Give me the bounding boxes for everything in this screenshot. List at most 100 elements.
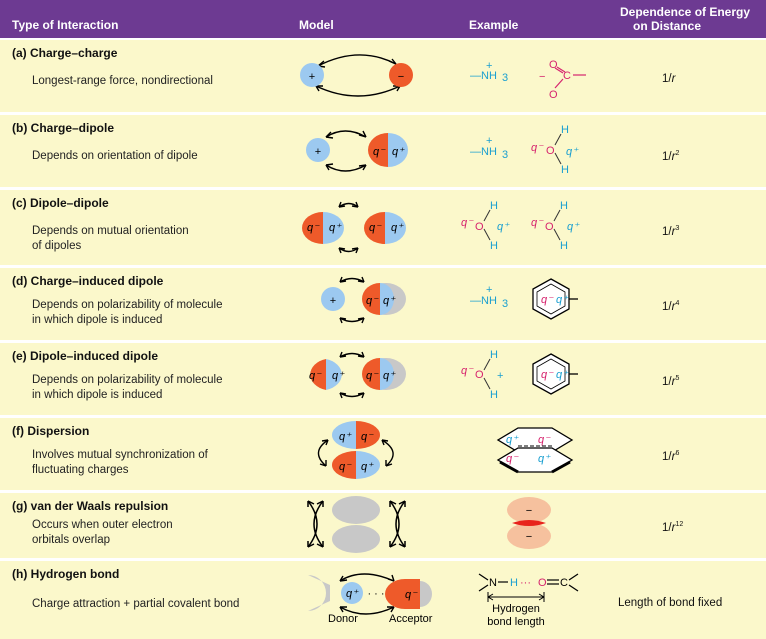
svg-text:q⁻: q⁻ (461, 365, 474, 377)
svg-text:q⁺: q⁺ (339, 431, 352, 443)
row-title: (g) van der Waals repulsion (12, 499, 169, 513)
nh3-group: —NH (470, 70, 497, 82)
svg-text:q⁺: q⁺ (346, 588, 359, 600)
svg-text:+: + (309, 71, 315, 83)
svg-text:q⁺: q⁺ (391, 222, 404, 234)
row-title: (e) Dipole–induced dipole (12, 349, 159, 363)
svg-text:q⁻: q⁻ (369, 222, 382, 234)
svg-text:q⁺: q⁺ (329, 222, 342, 234)
svg-text:H: H (560, 200, 568, 212)
svg-text:· · ·: · · · (367, 588, 384, 600)
svg-text:H: H (561, 164, 569, 176)
svg-text:H: H (490, 240, 498, 252)
row-dependence: 1/r12 (662, 521, 684, 534)
svg-text:bond length: bond length (487, 616, 545, 628)
row-title: (f) Dispersion (12, 424, 90, 438)
svg-text:—NH: —NH (470, 146, 497, 158)
svg-text:q⁻: q⁻ (405, 589, 418, 601)
row-title: (h) Hydrogen bond (12, 567, 120, 581)
svg-text:+: + (486, 60, 492, 72)
dispersion-model: q⁺ q⁻ q⁻ q⁺ q⁺ q⁻ q⁻ q⁺ (317, 421, 574, 479)
svg-text:q⁻: q⁻ (506, 453, 519, 465)
row-desc-2: in which dipole is induced (32, 314, 163, 326)
row-dependence: 1/r (662, 73, 676, 85)
header-example: Example (469, 18, 519, 32)
row-dependence: 1/r4 (662, 300, 680, 313)
row-title: (b) Charge–dipole (12, 121, 115, 135)
header-type: Type of Interaction (12, 18, 119, 32)
row-dependence: 1/r3 (662, 225, 680, 238)
svg-text:q⁻: q⁻ (339, 461, 352, 473)
dipole-dipole-model: q⁻ q⁺ q⁻ q⁺ q⁻ O H H q⁺ q⁻ O H H q⁺ (302, 200, 580, 254)
svg-text:q⁺: q⁺ (497, 221, 510, 233)
acceptor-label: Acceptor (389, 613, 433, 625)
svg-text:+: + (330, 295, 336, 307)
svg-text:−: − (526, 505, 532, 517)
svg-text:q⁺: q⁺ (383, 370, 396, 382)
row-dipole-induced-dipole: (e) Dipole–induced dipole Depends on pol… (0, 343, 766, 415)
row-desc-2: in which dipole is induced (32, 389, 163, 401)
svg-text:q⁻: q⁻ (366, 295, 379, 307)
svg-text:q⁺: q⁺ (556, 369, 569, 381)
row-charge-charge: (a) Charge–charge Longest-range force, n… (0, 40, 766, 112)
row-hydrogen-bond: (h) Hydrogen bond Charge attraction + pa… (0, 561, 766, 639)
row-desc: Depends on mutual orientation (32, 225, 189, 237)
svg-text:q⁺: q⁺ (566, 146, 579, 158)
svg-text:O: O (549, 59, 558, 71)
svg-text:−: − (398, 71, 404, 83)
row-vdw-repulsion: (g) van der Waals repulsion Occurs when … (0, 493, 766, 558)
svg-text:+: + (315, 146, 321, 158)
row-desc: Charge attraction + partial covalent bon… (32, 598, 240, 610)
table-header: Type of Interaction Model Example Depend… (0, 0, 766, 38)
svg-text:3: 3 (502, 298, 508, 310)
svg-text:q⁺: q⁺ (383, 295, 396, 307)
row-title: (a) Charge–charge (12, 46, 118, 60)
svg-text:N: N (489, 577, 497, 589)
svg-text:H: H (561, 124, 569, 136)
svg-text:q⁻: q⁻ (531, 217, 544, 229)
charge-induced-dipole-model: + q⁻ q⁺ —NH 3 + q⁻ q⁺ (321, 276, 578, 324)
svg-text:q⁺: q⁺ (567, 221, 580, 233)
hydrogen-bond-model: q⁺ · · · q⁻ Donor Acceptor N H ··· O C H… (308, 573, 579, 628)
svg-text:q⁻: q⁻ (309, 370, 322, 382)
charge-charge-model: + − —NH 3 + − O O C (300, 54, 586, 101)
svg-text:q⁻: q⁻ (307, 222, 320, 234)
svg-text:H: H (490, 349, 498, 361)
svg-text:—NH: —NH (470, 295, 497, 307)
svg-text:q⁻: q⁻ (531, 142, 544, 154)
svg-text:−: − (526, 531, 532, 543)
svg-text:q⁻: q⁻ (461, 217, 474, 229)
row-desc: Depends on polarizability of molecule (32, 299, 223, 311)
row-dipole-dipole: (c) Dipole–dipole Depends on mutual orie… (0, 190, 766, 265)
donor-label: Donor (328, 613, 358, 625)
header-dependence-2: on Distance (633, 19, 702, 33)
svg-text:3: 3 (502, 149, 508, 161)
row-title: (c) Dipole–dipole (12, 196, 109, 210)
svg-text:q⁻: q⁻ (538, 434, 551, 446)
svg-text:q⁻: q⁻ (373, 146, 386, 158)
vdw-repulsion-model: − − (307, 496, 551, 553)
svg-text:q⁺: q⁺ (538, 453, 551, 465)
header-model: Model (299, 18, 334, 32)
svg-text:q⁻: q⁻ (366, 370, 379, 382)
row-dependence: 1/r2 (662, 150, 680, 163)
row-dispersion: (f) Dispersion Involves mutual synchroni… (0, 418, 766, 490)
row-desc-2: orbitals overlap (32, 534, 110, 546)
svg-text:C: C (560, 577, 568, 589)
svg-text:···: ··· (520, 577, 531, 589)
svg-text:q⁺: q⁺ (361, 461, 374, 473)
svg-text:O: O (475, 221, 484, 233)
row-desc: Longest-range force, nondirectional (32, 75, 213, 87)
svg-text:Hydrogen: Hydrogen (492, 603, 540, 615)
row-charge-dipole: (b) Charge–dipole Depends on orientation… (0, 115, 766, 187)
svg-text:q⁺: q⁺ (556, 294, 569, 306)
positive-charge (300, 63, 324, 87)
dipole-induced-dipole-model: q⁻ q⁺ q⁻ q⁺ q⁻ O H H + q⁻ q⁺ (309, 349, 578, 401)
svg-text:O: O (545, 221, 554, 233)
svg-text:q⁻: q⁻ (541, 369, 554, 381)
svg-text:O: O (538, 577, 547, 589)
row-desc-2: of dipoles (32, 240, 82, 252)
row-charge-induced-dipole: (d) Charge–induced dipole Depends on pol… (0, 268, 766, 340)
svg-text:+: + (486, 135, 492, 147)
row-desc: Involves mutual synchronization of (32, 449, 208, 461)
